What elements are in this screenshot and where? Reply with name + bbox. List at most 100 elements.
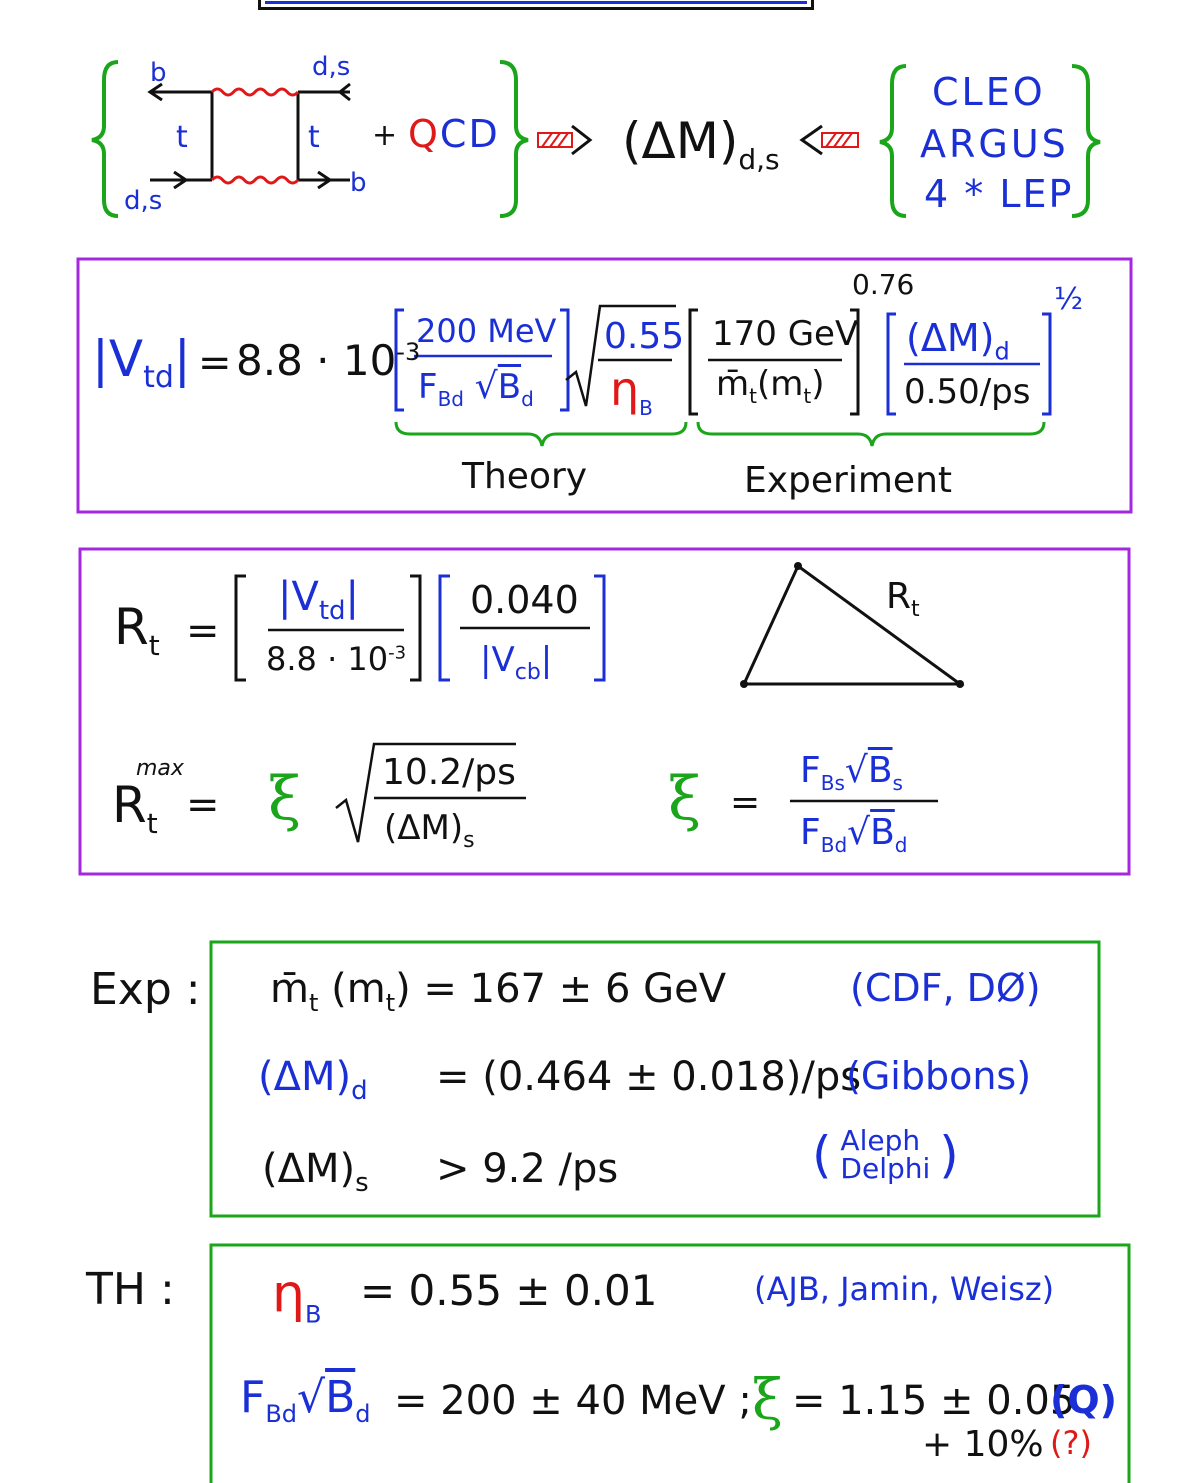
exp-dms-source-open: ( [812,1126,832,1184]
vtd-lhs-v: |V [92,330,144,388]
header-box-fragment [258,0,814,10]
sqrt-symbol: √ [847,812,871,853]
th-xi-value: = 1.15 ± 0.05 [792,1378,1076,1424]
rt-b-den-end: | [540,640,553,680]
delta-m-text: (ΔM) [622,112,739,170]
vtd-f3-numerator: 170 GeV [712,314,859,354]
xi-den-b-sub: d [894,833,908,858]
exp-row-dmd-lhs: (ΔM)d [258,1054,368,1106]
rt-equals: = [186,608,220,654]
label-experiment: Experiment [744,460,953,501]
xi-num-b: B [867,750,893,791]
th-eta: η [272,1264,305,1324]
experiment-argus: ARGUS [920,122,1069,166]
rt-a-num-end: | [345,574,360,620]
vtd-f3-arg-sub: t [803,383,812,408]
qcd-q: Q [408,112,440,156]
th-xi-tag: (Q) [1050,1378,1118,1422]
xi-equals: = [730,782,761,823]
rt-b-denominator: |Vcb| [480,640,552,685]
vtd-coef-text: 8.8 · 10 [236,336,397,385]
th-fb-f-sub: Bd [265,1399,298,1428]
sqrt-symbol: √ [474,366,498,407]
rmax-sqrt-denominator: (ΔM)s [384,808,475,853]
quark-label-ds-top: d,s [312,52,351,82]
experiment-cleo: CLEO [932,70,1046,114]
vtd-f2-denominator: ηB [610,362,653,420]
sqrt-symbol: √ [297,1372,326,1423]
th-fb-value: = 200 ± 40 MeV ; [394,1378,752,1424]
vtd-f1-den-b-sub: d [521,386,534,411]
xi-den-f-sub: Bd [820,833,848,858]
exp-row-dms-lhs: (ΔM)s [262,1146,369,1198]
rt-b-den-v: |V [480,640,515,680]
propagator-label-t-left: t [176,120,188,155]
th-label: TH : [86,1264,175,1315]
plus-sign: + [372,118,398,153]
rmax-sup: max [136,756,184,781]
rmax-sqrt-den-sub: s [463,827,475,853]
vtd-f1-den-b: B [497,367,522,407]
exp-row-dms-value: > 9.2 /ps [436,1146,619,1192]
exp-mt-arg-sub: t [385,989,396,1017]
th-eta-value: = 0.55 ± 0.01 [360,1266,658,1315]
triangle-rt-sub: t [911,597,920,623]
xi-num-b-sub: s [892,771,903,796]
vtd-f2-eta: η [610,362,640,416]
vtd-f4-numerator: (ΔM)d [906,316,1010,366]
vtd-f4-num-text: (ΔM) [906,316,995,360]
xi-numerator: FBs√Bs [800,750,903,795]
xi-num-f: F [800,750,821,791]
triangle-rt-r: R [886,576,912,617]
exp-mt-sub: t [308,989,319,1017]
exp-dms-text: (ΔM) [262,1146,356,1192]
unitarity-triangle [740,562,965,688]
th-fb-b-sub: d [355,1399,371,1428]
th-eta-sub: B [304,1300,322,1329]
xi-denominator: FBd√Bd [800,812,908,857]
exp-dms-source: ( Aleph Delphi ) [812,1126,959,1184]
quark-label-b-bottom: b [350,168,367,198]
qcd-label: QCD [408,112,500,156]
th-fb-f: F [240,1372,266,1423]
exp-row-dmd-value: = (0.464 ± 0.018)/ps [436,1054,862,1100]
vtd-f3-arg: (m [756,364,804,404]
exp-mt-arg: (m [331,966,386,1012]
th-xi-symbol: ξ [752,1368,783,1433]
qcd-cd: CD [439,112,500,156]
vtd-lhs-sub: td [143,360,174,395]
th-fb-lhs: FBd√Bd [240,1372,370,1428]
vtd-f3-denominator: m̄t(mt) [716,364,824,408]
rt-a-den-exp: -3 [388,642,407,664]
vtd-equals: = [198,340,232,386]
exp-dmd-source: (Gibbons) [846,1054,1032,1098]
vtd-f1-den-f: F [418,367,438,407]
implies-arrow-left [799,124,859,156]
rt-lhs-sub: t [148,629,160,662]
vtd-f3-exponent: 0.76 [852,268,915,301]
vtd-f3-mt-sub: t [749,383,757,408]
exp-mt-source: (CDF, DØ) [850,966,1041,1010]
vtd-f1-denominator: FBd √Bd [418,366,534,411]
rt-a-numerator: |Vtd| [278,574,359,626]
rmax-sub: t [146,807,158,840]
label-theory: Theory [462,456,588,497]
vtd-f3-close: ) [811,364,825,404]
experiment-4lep: 4 * LEP [924,172,1074,216]
rt-a-num-v: |V [278,574,319,620]
xi-num-f-sub: Bs [820,771,845,796]
delta-m-ds: (ΔM)d,s [622,112,780,176]
xi-den-b: B [870,812,895,853]
rmax-lhs: Rt [112,776,158,840]
vtd-lhs-end: | [173,330,191,388]
xi-definition-symbol: ξ [668,764,702,834]
th-eta-lhs: ηB [272,1264,321,1328]
exp-mt-m: m̄ [270,966,309,1012]
rt-lhs-r: R [114,598,149,656]
exp-dms-source-close: ) [939,1126,959,1184]
rt-a-den-text: 8.8 · 10 [266,640,389,678]
exp-label: Exp : [90,964,201,1015]
rmax-sqrt-numerator: 10.2/ps [382,752,516,793]
vtd-coef-exp: -3 [396,338,421,366]
